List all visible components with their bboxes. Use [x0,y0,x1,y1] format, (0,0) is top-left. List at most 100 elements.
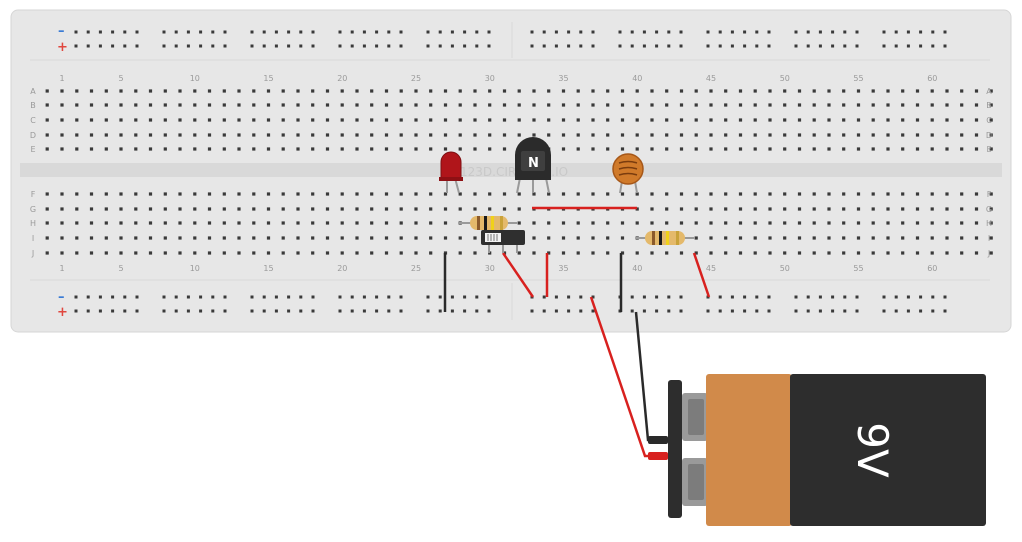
rail-hole[interactable] [162,295,166,299]
rail-hole[interactable] [111,30,115,34]
breadboard-hole[interactable] [355,236,359,240]
breadboard-hole[interactable] [930,192,934,196]
rail-hole[interactable] [567,44,571,48]
rail-hole[interactable] [135,30,139,34]
rail-hole[interactable] [642,30,646,34]
breadboard-hole[interactable] [340,192,344,196]
breadboard-hole[interactable] [665,192,669,196]
breadboard-hole[interactable] [532,192,536,196]
breadboard-hole[interactable] [399,147,403,151]
breadboard-hole[interactable] [281,89,285,93]
breadboard-hole[interactable] [561,133,566,137]
breadboard-hole[interactable] [635,89,639,93]
breadboard-hole[interactable] [606,251,610,255]
breadboard-hole[interactable] [591,251,595,255]
rail-hole[interactable] [338,295,342,299]
rail-hole[interactable] [882,44,886,48]
breadboard-hole[interactable] [561,236,566,240]
breadboard-hole[interactable] [340,207,344,211]
breadboard-hole[interactable] [606,236,610,240]
breadboard-hole[interactable] [517,89,521,93]
breadboard-hole[interactable] [222,192,226,196]
breadboard-hole[interactable] [694,89,698,93]
breadboard-hole[interactable] [45,236,49,240]
rail-hole[interactable] [554,44,558,48]
breadboard-hole[interactable] [827,103,831,107]
breadboard-hole[interactable] [620,147,625,151]
breadboard-hole[interactable] [311,147,315,151]
breadboard-hole[interactable] [842,207,846,211]
rail-hole[interactable] [426,30,430,34]
rail-hole[interactable] [591,30,595,34]
transistor-npn[interactable]: N [515,137,551,194]
breadboard-hole[interactable] [473,118,477,122]
breadboard-hole[interactable] [266,251,271,255]
breadboard-hole[interactable] [679,221,684,225]
rail-hole[interactable] [806,44,810,48]
breadboard-hole[interactable] [591,103,595,107]
breadboard-hole[interactable] [517,221,521,225]
breadboard-hole[interactable] [665,103,669,107]
rail-hole[interactable] [630,44,634,48]
rail-hole[interactable] [743,30,747,34]
breadboard-hole[interactable] [709,89,713,93]
breadboard-hole[interactable] [517,207,521,211]
breadboard-hole[interactable] [886,221,890,225]
breadboard-hole[interactable] [915,251,920,255]
breadboard-hole[interactable] [237,89,241,93]
breadboard-hole[interactable] [75,251,79,255]
breadboard-hole[interactable] [783,236,787,240]
rail-hole[interactable] [931,309,935,313]
rail-hole[interactable] [399,30,403,34]
breadboard-hole[interactable] [842,118,846,122]
rail-hole[interactable] [755,309,759,313]
breadboard-hole[interactable] [886,89,890,93]
breadboard-hole[interactable] [222,89,226,93]
breadboard-hole[interactable] [591,147,595,151]
breadboard-hole[interactable] [679,103,684,107]
breadboard-hole[interactable] [694,207,698,211]
breadboard-hole[interactable] [237,251,241,255]
breadboard-hole[interactable] [148,236,153,240]
rail-hole[interactable] [487,295,491,299]
breadboard-hole[interactable] [591,221,595,225]
breadboard-hole[interactable] [163,133,167,137]
breadboard-hole[interactable] [45,133,49,137]
rail-hole[interactable] [426,295,430,299]
breadboard-hole[interactable] [60,251,64,255]
breadboard-hole[interactable] [886,103,890,107]
breadboard-hole[interactable] [178,221,182,225]
rail-hole[interactable] [438,295,442,299]
breadboard-hole[interactable] [384,221,389,225]
breadboard-hole[interactable] [414,236,418,240]
rail-hole[interactable] [350,295,354,299]
breadboard-hole[interactable] [576,103,580,107]
breadboard-hole[interactable] [812,251,816,255]
rail-hole[interactable] [487,30,491,34]
rail-hole[interactable] [475,44,479,48]
rail-hole[interactable] [375,295,379,299]
breadboard-hole[interactable] [960,147,964,151]
rail-hole[interactable] [755,295,759,299]
breadboard-hole[interactable] [606,221,610,225]
breadboard-hole[interactable] [753,103,757,107]
breadboard-hole[interactable] [547,118,551,122]
rail-hole[interactable] [743,44,747,48]
breadboard-hole[interactable] [119,251,123,255]
rail-hole[interactable] [894,30,898,34]
breadboard-hole[interactable] [134,147,138,151]
breadboard-hole[interactable] [104,221,108,225]
breadboard-hole[interactable] [296,103,300,107]
rail-hole[interactable] [679,309,683,313]
breadboard-hole[interactable] [842,133,846,137]
rail-hole[interactable] [287,44,291,48]
rail-hole[interactable] [98,295,102,299]
breadboard-hole[interactable] [134,103,138,107]
breadboard-hole[interactable] [842,251,846,255]
breadboard-hole[interactable] [119,207,123,211]
rail-hole[interactable] [542,30,546,34]
rail-hole[interactable] [831,309,835,313]
breadboard-hole[interactable] [443,147,448,151]
rail-hole[interactable] [882,309,886,313]
breadboard-hole[interactable] [193,147,197,151]
